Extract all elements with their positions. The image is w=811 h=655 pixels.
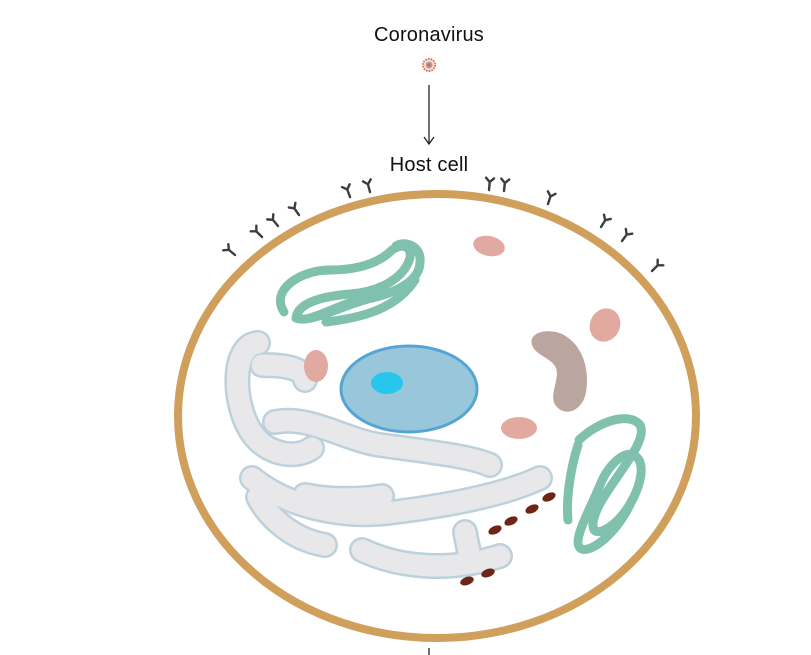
receptor-icon [266,213,280,228]
receptor-icon [361,178,372,194]
vesicle [589,308,621,342]
ribosome-icon [504,516,518,526]
receptor-icon [249,224,264,239]
mitochondrion-right [563,414,646,554]
receptor-icon [500,177,511,193]
receptor-icon [546,190,557,206]
receptor-icon [340,183,352,199]
ribosome-icon [488,525,502,535]
receptor-icon [222,243,237,257]
receptor-icon [287,201,301,217]
vesicle [501,417,537,439]
coronavirus-label: Coronavirus [373,24,485,46]
ribosome-icon [481,568,495,578]
coronavirus-icon [421,57,436,72]
arrow-down-icon [423,85,435,146]
nucleolus [371,372,403,394]
lysosome [531,331,587,412]
ribosome-cluster [460,492,556,586]
receptor-group [222,176,665,273]
ribosome-icon [542,492,556,502]
nucleus [339,344,479,434]
receptor-icon [484,176,496,192]
endoplasmic-reticulum [224,330,553,579]
receptor-icon [650,258,665,273]
ribosome-icon [460,576,474,586]
vesicle [473,235,505,257]
receptor-icon [599,213,612,229]
receptor-icon [620,227,634,243]
mitochondrion-top [276,239,425,327]
vesicle [304,350,328,382]
host-cell-label: Host cell [389,154,469,176]
ribosome-icon [525,504,539,514]
